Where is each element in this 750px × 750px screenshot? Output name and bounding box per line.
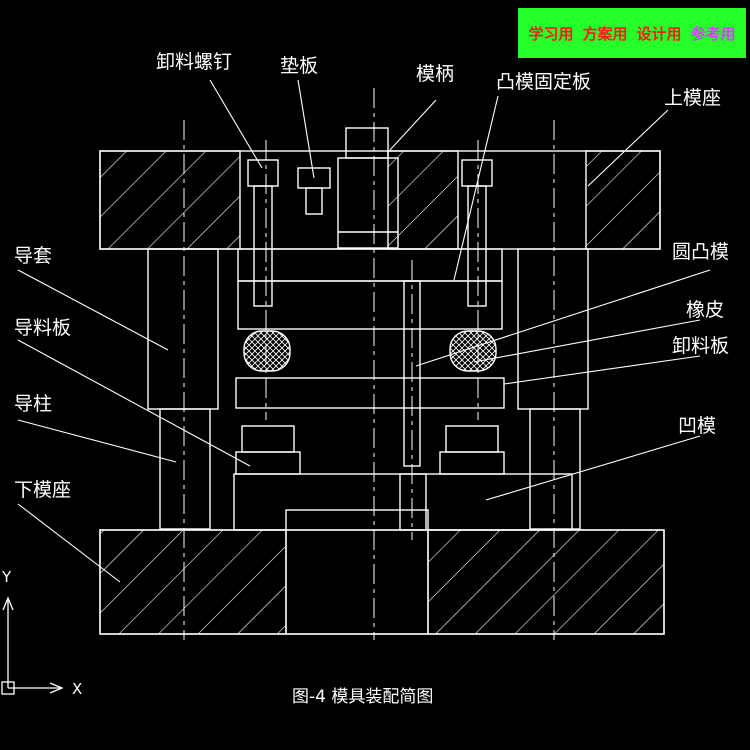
label-upper-die-base: 上模座 [664,87,721,109]
banner-item-study: 学习用 [528,24,574,43]
guide-plate-left [235,425,301,475]
label-backing-plate: 垫板 [280,55,318,77]
label-rubber: 橡皮 [686,299,724,321]
spacer-screw [297,167,331,215]
axis-y-label: Y [1,568,12,586]
punch-retainer-plate [237,280,503,330]
label-round-punch: 圆凸模 [672,241,729,263]
backing-plate [237,248,503,282]
rubber-spring-right [449,330,497,372]
axis-x-label: X [72,680,82,698]
figure-caption: 图-4 模具装配简图 [292,687,433,707]
label-stripper-plate: 卸料板 [672,335,729,357]
die-shank [337,127,399,249]
guide-plate-right [439,425,505,475]
leader-lines [17,79,711,583]
die-block [233,473,573,531]
usage-banner: 学习用 方案用 设计用 参考用 [518,8,746,58]
stripper-plate [235,377,505,409]
label-guide-sleeve: 导套 [14,245,52,267]
label-stripper-bolt: 卸料螺钉 [156,51,232,73]
lower-die-base [99,509,665,635]
label-die-shank: 模柄 [416,63,454,85]
upper-die-base [99,150,661,250]
label-guide-post: 导柱 [14,393,52,415]
label-guide-plate: 导料板 [14,317,71,339]
guide-sleeve-right [517,248,589,530]
banner-item-reference: 参考用 [690,24,736,43]
label-punch-retainer: 凸模固定板 [496,71,591,93]
label-lower-die-base: 下模座 [14,479,71,501]
stripper-bolt-left [247,159,279,307]
guide-sleeve-left [147,248,219,530]
rubber-spring-left [243,330,291,372]
banner-item-design: 设计用 [636,24,682,43]
banner-item-plan: 方案用 [582,24,628,43]
ucs-axis-icon [1,596,64,695]
center-lines [183,88,555,640]
label-die: 凹模 [678,415,716,437]
